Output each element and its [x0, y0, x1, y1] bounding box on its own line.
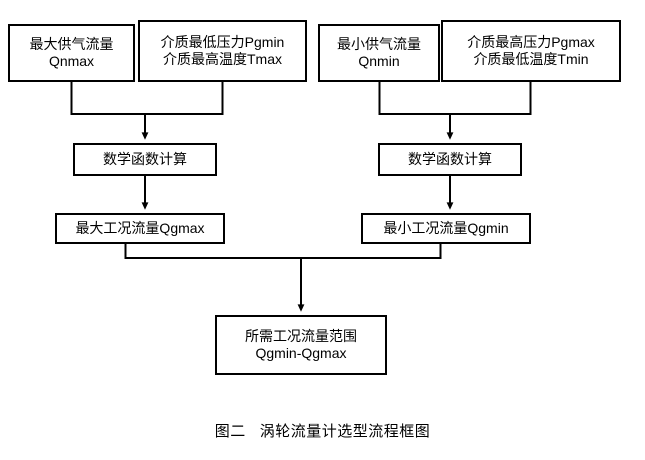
- node-calc-left-label: 数学函数计算: [103, 150, 187, 167]
- figure-caption-title: 涡轮流量计选型流程框图: [259, 423, 431, 440]
- node-qnmin-line2: Qnmin: [358, 53, 400, 69]
- node-calc-right-label: 数学函数计算: [408, 150, 492, 167]
- node-min-pressure-max-temp[interactable]: 介质最低压力Pgmin 介质最高温度Tmax: [138, 20, 307, 82]
- node-required-flow-range[interactable]: 所需工况流量范围 Qgmin-Qgmax: [215, 315, 387, 375]
- node-qnmax-line1: 最大供气流量: [29, 35, 114, 52]
- node-qnmax-line2: Qnmax: [48, 53, 95, 69]
- node-max-pressure-min-temp[interactable]: 介质最高压力Pgmax 介质最低温度Tmin: [441, 20, 621, 82]
- node-pgmin-line2: 介质最高温度Tmax: [163, 51, 282, 67]
- figure-caption-label: 图二: [214, 423, 246, 440]
- node-math-function-calc-right[interactable]: 数学函数计算: [378, 143, 522, 176]
- figure-caption: 图二涡轮流量计选型流程框图: [0, 420, 645, 441]
- node-min-working-flow[interactable]: 最小工况流量Qgmin: [361, 213, 531, 244]
- node-max-supply-flow[interactable]: 最大供气流量 Qnmax: [8, 24, 135, 82]
- node-pgmax-line1: 介质最高压力Pgmax: [467, 33, 595, 50]
- node-min-supply-flow[interactable]: 最小供气流量 Qnmin: [318, 24, 440, 82]
- node-pgmax-line2: 介质最低温度Tmin: [473, 51, 589, 67]
- node-pgmin-line1: 介质最低压力Pgmin: [160, 33, 285, 50]
- node-math-function-calc-left[interactable]: 数学函数计算: [73, 143, 217, 176]
- node-qgmin-label: 最小工况流量Qgmin: [383, 219, 509, 236]
- node-qgmax-label: 最大工况流量Qgmax: [75, 219, 205, 236]
- node-range-line2: Qgmin-Qgmax: [255, 345, 347, 361]
- node-range-line1: 所需工况流量范围: [245, 327, 357, 344]
- node-qnmin-line1: 最小供气流量: [337, 35, 421, 52]
- node-max-working-flow[interactable]: 最大工况流量Qgmax: [55, 213, 225, 244]
